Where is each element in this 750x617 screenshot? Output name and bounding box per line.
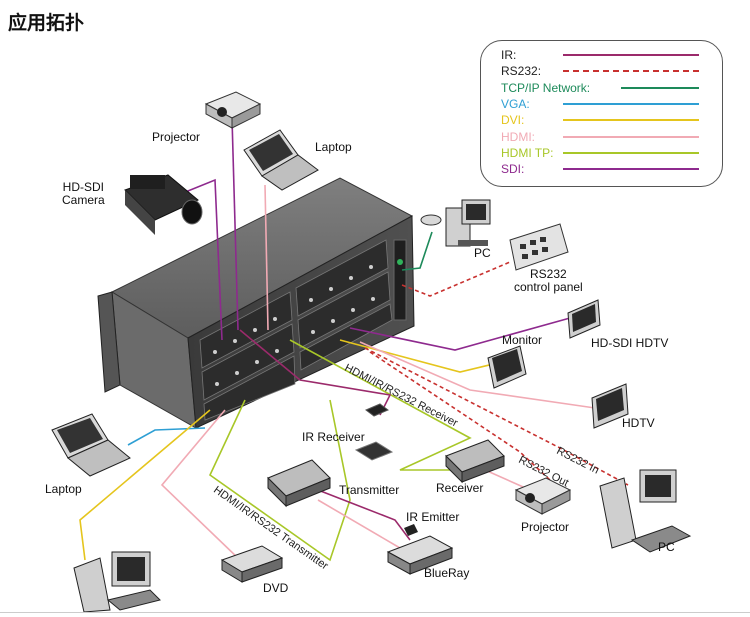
label-hdtv: HDTV — [622, 416, 655, 430]
legend-line — [563, 136, 699, 138]
label-dvd: DVD — [263, 581, 289, 595]
label-ir-receiver: IR Receiver — [302, 430, 365, 444]
legend-line — [563, 54, 699, 56]
label-ir-emitter: IR Emitter — [406, 510, 460, 524]
ir-emitter-device — [404, 524, 418, 536]
label-hd-sdi-camera: HD-SDI Camera — [62, 180, 105, 207]
label-receiver: Receiver — [436, 481, 484, 495]
legend-line — [563, 168, 699, 170]
label-laptop-top: Laptop — [315, 140, 352, 154]
label-pc-bottom: PC — [658, 540, 675, 554]
legend-label: DVI: — [501, 113, 525, 127]
rs232-control-panel — [509, 223, 569, 271]
legend-line — [563, 103, 699, 105]
laptop-top — [243, 129, 319, 191]
monitor — [487, 345, 527, 389]
transmitter-device — [267, 459, 331, 508]
hdmi-cable-laptop-top — [264, 184, 269, 331]
vga-cable-laptop-left — [127, 427, 206, 446]
pc-top — [420, 199, 491, 247]
label-projector-bottom: Projector — [521, 520, 570, 534]
legend-label: RS232: — [501, 64, 542, 78]
page-title: 应用拓扑 — [8, 12, 85, 34]
label-bluray: BlueRay — [424, 566, 470, 580]
projector-bottom — [514, 477, 572, 515]
hd-sdi-camera — [124, 174, 203, 235]
dvd-player — [220, 545, 284, 583]
ir-receiver-device — [354, 403, 394, 461]
hdmitp-cable-receiver — [289, 339, 472, 471]
legend-label: VGA: — [501, 97, 530, 111]
legend-line — [621, 87, 699, 89]
legend-line — [563, 152, 699, 154]
hdmi-cable-hdtv — [359, 341, 596, 409]
label-hd-sdi-hdtv: HD-SDI HDTV — [591, 336, 669, 350]
pc-bottom-right — [599, 469, 692, 553]
legend: IR: RS232: TCP/IP Network: VGA: DVI: HDMI: HDM… — [480, 40, 723, 187]
pc-bottom-left — [73, 551, 161, 613]
rs232-cable-in — [364, 347, 629, 486]
matrix-switcher — [97, 177, 415, 429]
label-control-panel: RS232 control panel — [514, 267, 583, 294]
receiver-device — [445, 439, 505, 484]
legend-line — [563, 70, 699, 72]
laptop-left — [51, 413, 131, 477]
ir-cable-emitter — [317, 489, 411, 541]
divider — [0, 612, 750, 613]
label-transmitter: Transmitter — [339, 483, 400, 497]
bluray-player — [386, 535, 454, 575]
ir-cable-receiver — [239, 329, 392, 416]
hdmi-cable-dvd — [160, 409, 241, 561]
label-laptop-left: Laptop — [45, 482, 82, 496]
hdmi-cable-bluray — [317, 499, 401, 549]
legend-label: HDMI TP: — [501, 146, 554, 160]
sdi-cable-projector-top — [231, 117, 239, 331]
sdi-cable-camera — [177, 178, 223, 341]
legend-line — [563, 119, 699, 121]
hdmitp-cable-transmitter — [208, 399, 351, 562]
rs232-cable-control-panel — [401, 261, 511, 297]
tcpip-cable-pc — [401, 231, 433, 271]
legend-label: SDI: — [501, 162, 525, 176]
hd-sdi-hdtv — [567, 299, 601, 339]
projector-top — [204, 91, 262, 129]
legend-label: HDMI: — [501, 130, 535, 144]
legend-label: IR: — [501, 48, 517, 62]
dvi-cable-pc-bottom — [79, 409, 211, 561]
sdi-cable-hdtv — [349, 317, 571, 351]
label-projector-top: Projector — [152, 130, 201, 144]
hdmi-cable-projector-bottom — [484, 469, 531, 491]
label-pc-top: PC — [474, 246, 491, 260]
hdtv — [591, 383, 629, 429]
legend-label: TCP/IP Network: — [501, 81, 591, 95]
label-monitor: Monitor — [502, 333, 543, 347]
